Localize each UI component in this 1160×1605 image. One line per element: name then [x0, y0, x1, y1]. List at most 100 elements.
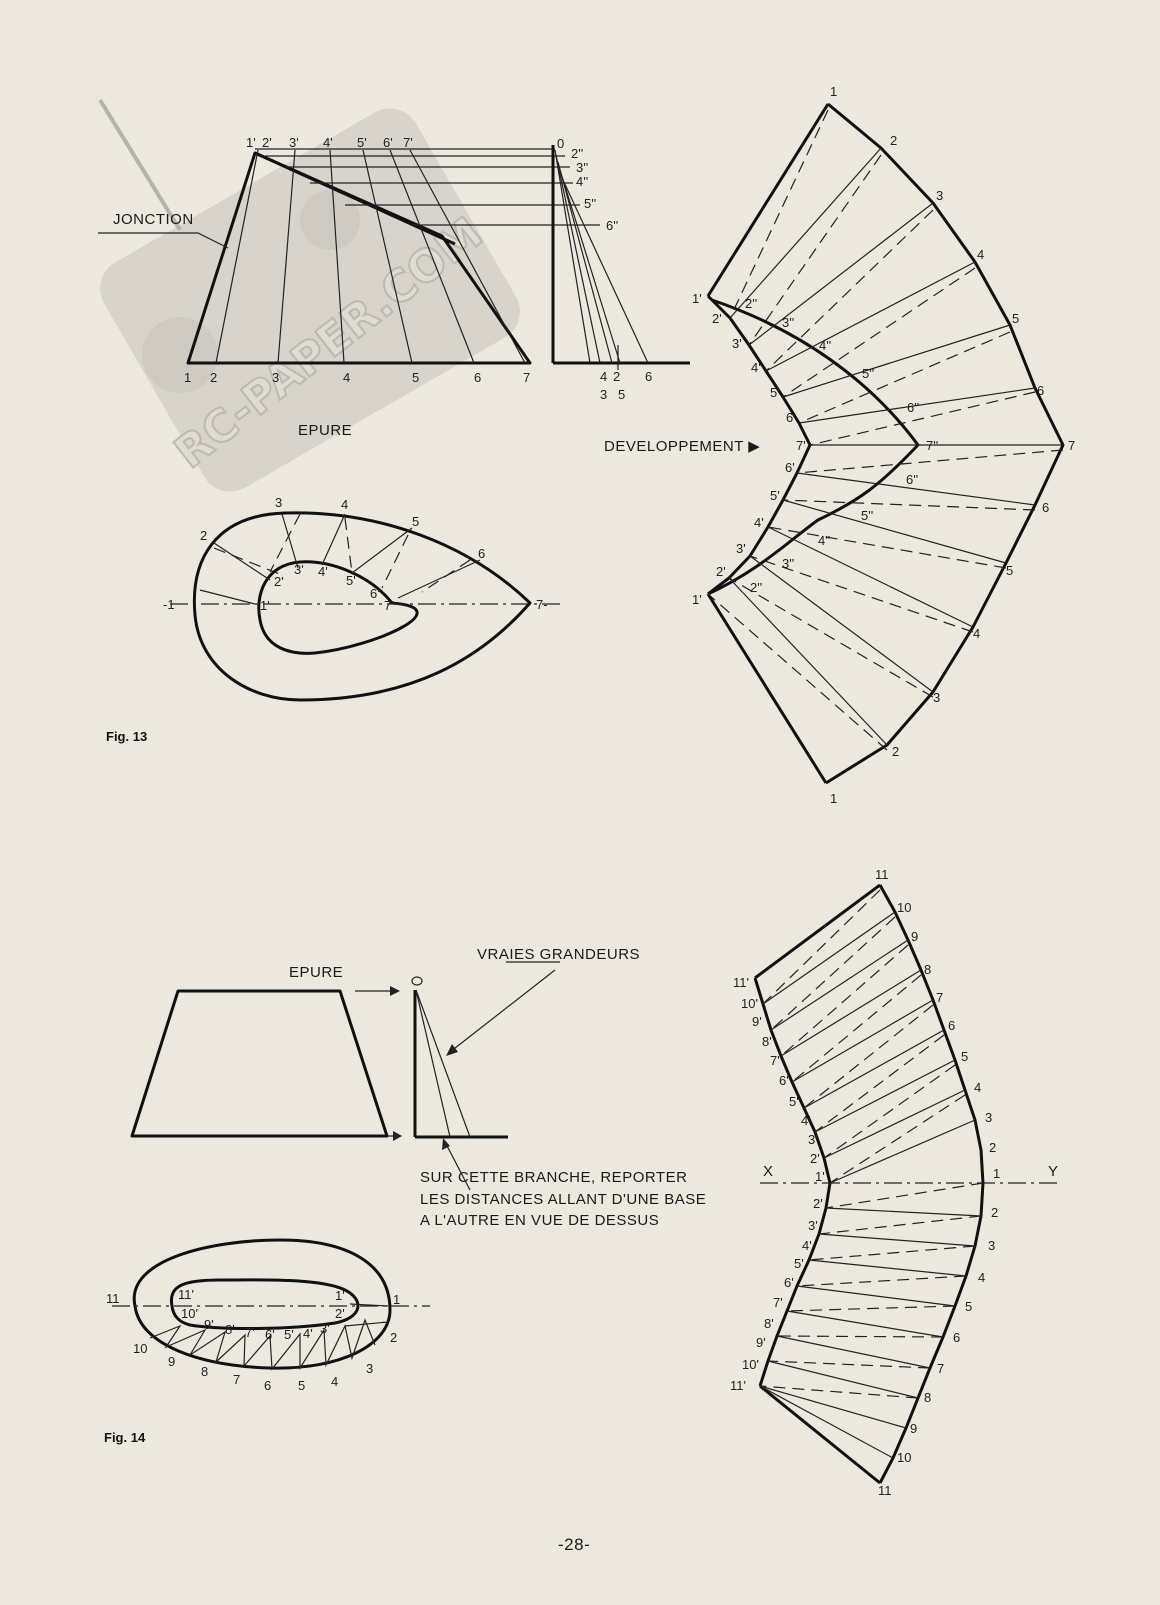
svg-text:4: 4 — [977, 247, 984, 262]
svg-text:8: 8 — [924, 962, 931, 977]
svg-text:5': 5' — [770, 488, 780, 503]
svg-text:8: 8 — [201, 1364, 208, 1379]
svg-text:4'': 4'' — [819, 338, 831, 353]
svg-text:1: 1 — [393, 1292, 400, 1307]
svg-text:1: 1 — [993, 1166, 1000, 1181]
jonction-label: JONCTION — [113, 211, 194, 228]
svg-text:6: 6 — [953, 1330, 960, 1345]
svg-text:4': 4' — [323, 135, 333, 150]
axis-x-label: X — [763, 1163, 774, 1180]
svg-text:4: 4 — [343, 370, 350, 385]
svg-text:5'': 5'' — [584, 196, 596, 211]
svg-text:4': 4' — [802, 1238, 812, 1253]
svg-text:2: 2 — [890, 133, 897, 148]
developpement-label: DEVELOPPEMENT ▶ — [604, 438, 760, 455]
svg-text:7': 7' — [384, 598, 394, 613]
svg-text:1: 1 — [184, 370, 191, 385]
svg-text:7: 7 — [523, 370, 530, 385]
note-line-3: A L'AUTRE EN VUE DE DESSUS — [420, 1212, 659, 1229]
watermark: RC-PAPER.COM — [98, 98, 520, 492]
svg-text:7: 7 — [937, 1361, 944, 1376]
svg-text:7': 7' — [773, 1295, 783, 1310]
svg-text:4: 4 — [973, 626, 980, 641]
svg-text:2: 2 — [613, 369, 620, 384]
axis-y-label: Y — [1048, 1163, 1059, 1180]
svg-text:3: 3 — [275, 495, 282, 510]
svg-text:3: 3 — [936, 188, 943, 203]
svg-text:4: 4 — [974, 1080, 981, 1095]
svg-text:4': 4' — [318, 564, 328, 579]
svg-text:1': 1' — [246, 135, 256, 150]
svg-text:-1: -1 — [163, 597, 175, 612]
svg-text:2'': 2'' — [750, 580, 762, 595]
svg-text:4: 4 — [331, 1374, 338, 1389]
svg-text:2'': 2'' — [745, 296, 757, 311]
page-number: -28- — [558, 1535, 590, 1554]
svg-text:6': 6' — [784, 1275, 794, 1290]
svg-text:10: 10 — [133, 1341, 147, 1356]
svg-text:4'': 4'' — [576, 174, 588, 189]
svg-text:6'': 6'' — [606, 218, 618, 233]
svg-text:2: 2 — [200, 528, 207, 543]
svg-text:3'': 3'' — [782, 315, 794, 330]
svg-text:6: 6 — [948, 1018, 955, 1033]
svg-text:2: 2 — [892, 744, 899, 759]
fig13-dev-inner-labels: 1' 2' 3' 4' 5' 6' 7' 6' 5' 4' 3' 2' 1' — [692, 291, 806, 607]
fig14-caption: Fig. 14 — [104, 1430, 146, 1445]
svg-text:6: 6 — [264, 1378, 271, 1393]
fig14-plan-labels: 11 10 9 8 7 6 5 4 3 2 1 11' 10' 9' 8' 7'… — [106, 1287, 400, 1393]
svg-text:3: 3 — [988, 1238, 995, 1253]
svg-text:5: 5 — [412, 514, 419, 529]
svg-text:5': 5' — [346, 573, 356, 588]
svg-text:2': 2' — [716, 564, 726, 579]
svg-text:6': 6' — [265, 1327, 275, 1342]
svg-text:5: 5 — [412, 370, 419, 385]
svg-text:6: 6 — [645, 369, 652, 384]
svg-text:2'': 2'' — [571, 146, 583, 161]
svg-text:2': 2' — [335, 1306, 345, 1321]
svg-text:10': 10' — [741, 996, 758, 1011]
svg-text:7': 7' — [245, 1325, 255, 1340]
svg-text:10: 10 — [897, 900, 911, 915]
svg-text:8: 8 — [924, 1390, 931, 1405]
svg-text:9: 9 — [911, 929, 918, 944]
fig13-plan-labels: -1 2 3 4 5 6 7- 1' 2' 3' 4' 5' 6' 7' — [163, 495, 548, 613]
fig13-front-labels: 1' 2' 3' 4' 5' 6' 7' 1 2 3 4 5 6 7 JONCT… — [113, 135, 530, 439]
fig13-epure-front — [98, 145, 690, 370]
svg-text:7: 7 — [233, 1372, 240, 1387]
fig13-plan — [170, 511, 560, 702]
svg-text:9': 9' — [752, 1014, 762, 1029]
svg-text:9: 9 — [168, 1354, 175, 1369]
svg-text:3'': 3'' — [782, 556, 794, 571]
svg-text:2': 2' — [810, 1151, 820, 1166]
svg-text:5: 5 — [1006, 563, 1013, 578]
svg-text:6': 6' — [779, 1073, 789, 1088]
svg-text:3': 3' — [320, 1321, 330, 1336]
svg-text:10: 10 — [897, 1450, 911, 1465]
svg-text:2: 2 — [991, 1205, 998, 1220]
svg-text:7': 7' — [796, 438, 806, 453]
fig13-side-labels: 0 2'' 3'' 4'' 5'' 6'' 4 2 6 3 5 — [557, 136, 652, 402]
fig14-epure-labels: EPURE VRAIES GRANDEURS SUR CETTE BRANCHE… — [289, 946, 706, 1229]
svg-text:4: 4 — [978, 1270, 985, 1285]
fig13-dev-outer-labels: 1 2 3 4 5 6 7 6 5 4 3 2 1 — [830, 84, 1075, 806]
svg-text:6': 6' — [383, 135, 393, 150]
fig14-dev-inner-labels: 11' 10' 9' 8' 7' 6' 5' 4' 3' 2' 1' 2' 3'… — [730, 975, 825, 1393]
fig13-dev-junction-labels: 2'' 3'' 4'' 5'' 6'' 7'' 6'' 5'' 4'' 3'' … — [745, 296, 938, 595]
svg-text:3': 3' — [808, 1132, 818, 1147]
svg-text:6': 6' — [785, 460, 795, 475]
svg-text:0: 0 — [557, 136, 564, 151]
svg-text:5: 5 — [1012, 311, 1019, 326]
svg-text:5': 5' — [789, 1094, 799, 1109]
svg-text:9': 9' — [756, 1335, 766, 1350]
svg-text:6'': 6'' — [906, 472, 918, 487]
svg-text:5: 5 — [965, 1299, 972, 1314]
svg-text:6: 6 — [1042, 500, 1049, 515]
svg-text:4': 4' — [754, 515, 764, 530]
svg-text:8': 8' — [762, 1034, 772, 1049]
fig14-development — [753, 883, 1062, 1485]
svg-text:4': 4' — [751, 360, 761, 375]
svg-text:6: 6 — [474, 370, 481, 385]
svg-text:5'': 5'' — [861, 508, 873, 523]
